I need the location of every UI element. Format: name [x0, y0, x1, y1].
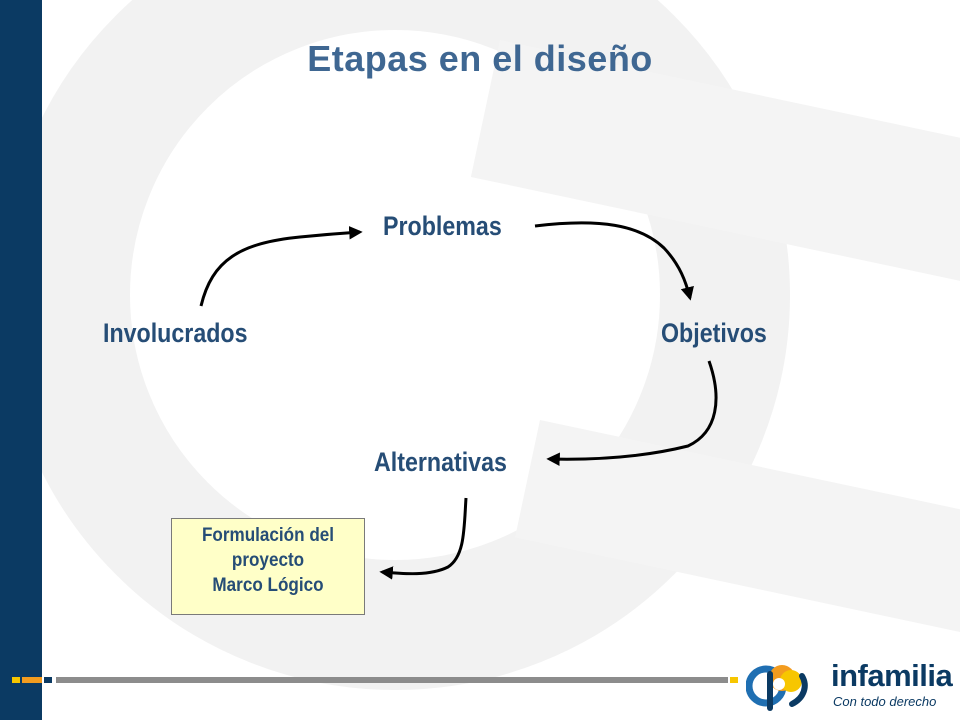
infamilia-logo-icon [746, 665, 808, 711]
node-involucrados: Involucrados [103, 318, 248, 348]
footer-rule [56, 677, 728, 683]
brand-tagline: Con todo derecho [833, 694, 937, 709]
node-objetivos: Objetivos [661, 318, 767, 348]
footer-accent-yellow [12, 677, 20, 683]
footer-accent-orange [22, 677, 42, 683]
node-alternativas: Alternativas [374, 447, 507, 477]
result-box-marco-logico: Formulación del proyecto Marco Lógico [171, 518, 365, 615]
footer-accent-navy [44, 677, 52, 683]
arrow-alternativas-to-box [379, 497, 468, 580]
result-box-line1: Formulación del [201, 525, 335, 546]
left-sidebar-bar [0, 0, 42, 720]
slide-title: Etapas en el diseño [307, 38, 653, 79]
result-box-line2: proyecto [231, 550, 305, 571]
node-problemas: Problemas [383, 211, 502, 241]
brand-name: infamilia [831, 658, 953, 693]
result-box-line3: Marco Lógico [212, 575, 324, 596]
arrow-involucrados-to-problemas [199, 225, 363, 307]
arrow-problemas-to-objetivos [534, 221, 694, 301]
footer-accent-end [730, 677, 738, 683]
arrow-objetivos-to-alternativas [546, 360, 718, 467]
